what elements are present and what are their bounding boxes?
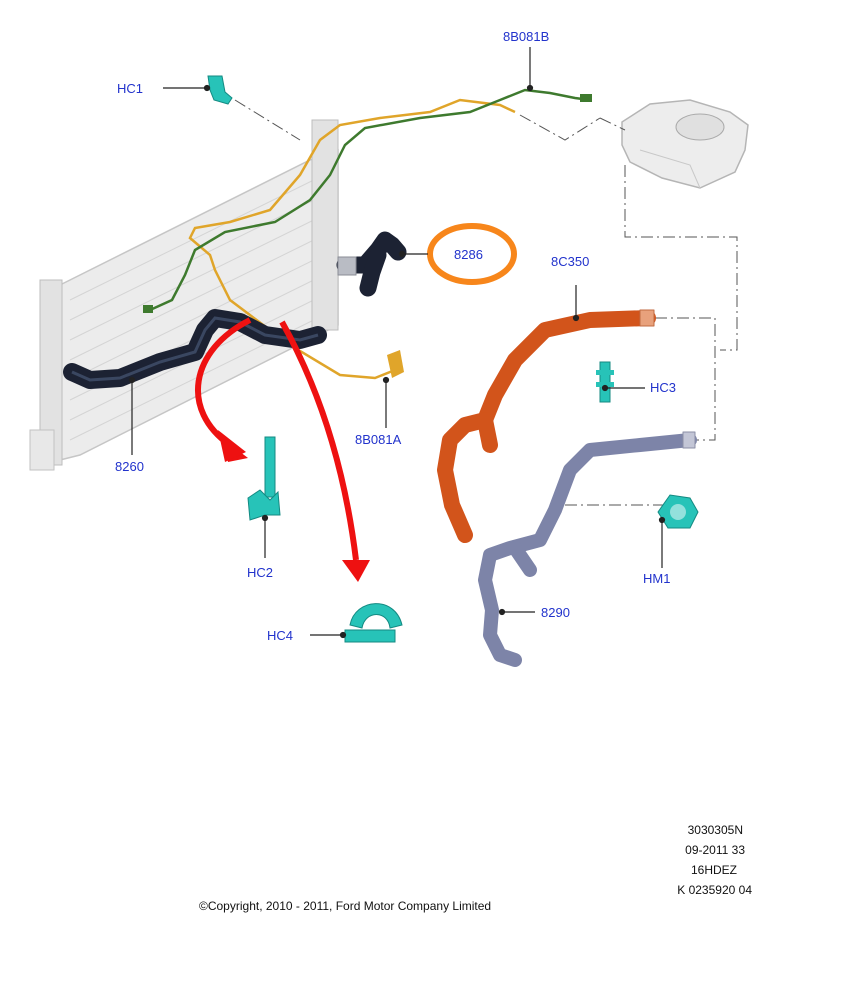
red-arrow-to-hc4 [279,320,370,582]
label-8286: 8286 [454,247,483,262]
clip-hc2 [247,436,281,521]
diagram-code: 3030305N [688,823,743,837]
solid-leaders [128,47,666,639]
clip-hc1 [207,75,233,105]
label-8290: 8290 [541,605,570,620]
red-arrow-to-hc2 [194,317,252,462]
label-hc4: HC4 [267,628,293,643]
label-hm1: HM1 [643,571,670,586]
hose-8290 [478,431,697,667]
clip-hm1 [657,494,699,529]
copyright-notice: ©Copyright, 2010 - 2011, Ford Motor Comp… [199,899,491,913]
diagram-model: 16HDEZ [691,863,737,877]
label-hc1: HC1 [117,81,143,96]
label-hc2: HC2 [247,565,273,580]
hose-8286 [336,231,407,297]
label-8c350: 8C350 [551,254,589,269]
radiator [29,119,339,471]
label-8b081b: 8B081B [503,29,549,44]
clip-hc4 [344,603,403,643]
hose-8260 [63,309,327,389]
diagram-ref: K 0235920 04 [677,883,752,897]
highlight-ring-8286 [427,223,517,285]
hose-8c350 [437,309,656,543]
label-hc3: HC3 [650,380,676,395]
pipe-8b081b [149,88,591,312]
label-8b081a: 8B081A [355,432,402,447]
label-8260: 8260 [115,459,144,474]
dash-dot-leaders [234,99,738,506]
expansion-tank [621,99,749,189]
diagram-date: 09-2011 33 [685,843,745,857]
clip-8b081a-end [387,350,404,378]
clip-hc3 [596,361,614,403]
